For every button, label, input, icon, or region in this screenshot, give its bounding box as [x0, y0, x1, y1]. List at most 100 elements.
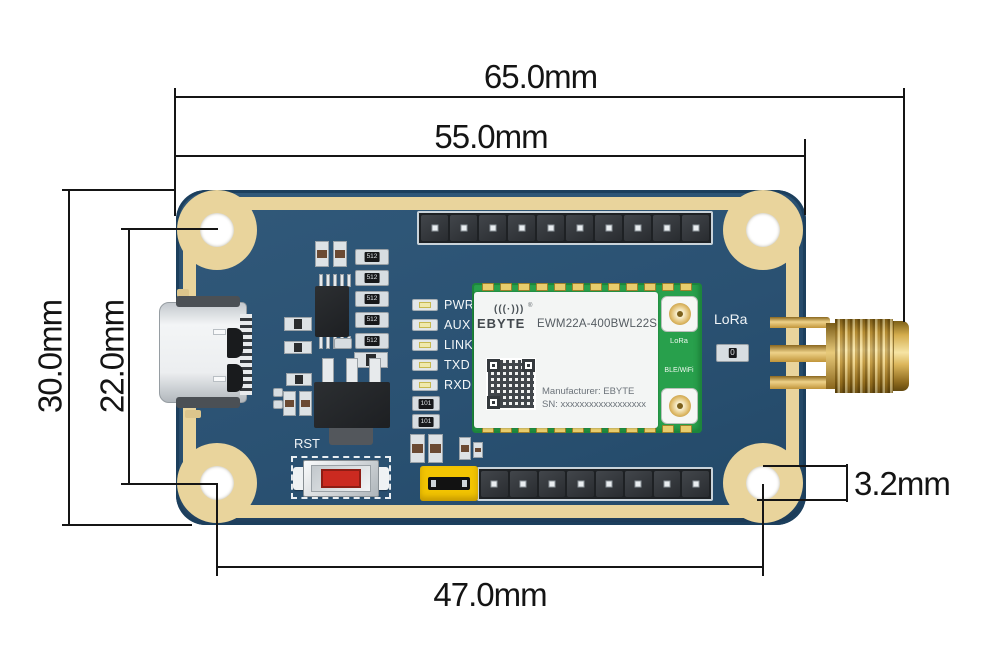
capacitor: [428, 434, 443, 463]
sma-leg-top: [770, 317, 830, 328]
dim-line-board-height: [68, 190, 70, 525]
soic-ic-chip: [315, 286, 349, 337]
capacitor: [459, 437, 471, 460]
dim-total-width: 65.0mm: [483, 58, 598, 95]
dim-board-height: 30.0mm: [31, 299, 69, 414]
ext-line-hole-top: [121, 228, 218, 230]
voltage-regulator-chip: [314, 382, 390, 428]
txd-led: [412, 359, 438, 371]
dim-hole-vspacing: 22.0mm: [93, 299, 131, 414]
ext-line-sma-tip: [903, 88, 905, 322]
small-resistor: [334, 338, 352, 349]
ext-line-hole-right: [762, 484, 764, 576]
dim-line-hole-dia-bottom: [757, 499, 847, 501]
module-pad: [662, 425, 674, 433]
module-pad: [644, 283, 656, 291]
small-component: [273, 400, 283, 409]
module-serial: SN: xxxxxxxxxxxxxxxxxx: [542, 399, 646, 410]
rst-button-actuator: [321, 469, 361, 488]
header-pin: [624, 215, 651, 241]
capacitor: [299, 391, 312, 416]
jumper-block: [420, 466, 478, 501]
pwr-label: PWR: [444, 298, 475, 312]
bottom-pin-header: [477, 467, 713, 501]
jumper-slot: [428, 477, 470, 490]
module-pad: [680, 425, 692, 433]
registered-trademark: ®: [528, 303, 533, 309]
aux-led: [412, 319, 438, 331]
rst-label: RST: [294, 436, 320, 451]
lora-silkscreen-label: LoRa: [714, 311, 748, 327]
resistor-512: 512: [355, 291, 389, 307]
ipex-connector-ble-wifi: [661, 388, 698, 424]
resistor-101: 101: [412, 414, 440, 429]
txd-label: TXD: [444, 358, 470, 372]
mounting-hole-top-right: [746, 213, 780, 247]
module-pad: [662, 283, 674, 291]
dim-board-width: 55.0mm: [434, 118, 548, 155]
module-pad: [500, 283, 512, 291]
module-pad: [608, 283, 620, 291]
ext-line-board-top: [62, 189, 176, 191]
sma-leg-bottom: [770, 376, 830, 389]
module-pad: [536, 283, 548, 291]
top-pin-header: [417, 211, 713, 245]
rxd-led: [412, 379, 438, 391]
header-pin: [624, 471, 652, 497]
resistor-101: 101: [412, 396, 440, 411]
dim-line-total-width: [175, 96, 905, 98]
dim-line-hole-vspacing: [128, 229, 130, 484]
dim-line-hole-hspacing: [217, 566, 763, 568]
capacitor: [333, 241, 347, 267]
header-pin: [682, 471, 709, 497]
ext-line-board-right: [804, 139, 806, 215]
resistor-0ohm: 0: [716, 344, 749, 362]
header-pin: [421, 215, 448, 241]
ext-line-board-bottom: [62, 524, 192, 526]
module-pad: [590, 283, 602, 291]
header-pin: [538, 471, 566, 497]
dim-line-board-width: [175, 155, 806, 157]
gold-border-trace: [183, 197, 799, 518]
module-pad: [554, 283, 566, 291]
sma-flange: [826, 323, 837, 389]
capacitor: [283, 391, 296, 416]
header-pin: [566, 215, 593, 241]
rf-port-lora-label: LoRa: [670, 336, 688, 345]
module-pad: [572, 283, 584, 291]
header-pin: [481, 471, 508, 497]
diode: [284, 341, 312, 354]
dim-line-hole-dia-top: [763, 465, 847, 467]
rst-button-outline: [291, 456, 391, 499]
module-pad: [626, 283, 638, 291]
sma-connector-cap: [893, 321, 909, 391]
small-component: [273, 388, 283, 397]
header-pin: [653, 215, 680, 241]
header-pin: [509, 471, 537, 497]
rf-port-ble-wifi-label: BLE/WiFi: [664, 367, 694, 374]
dim-hole-diameter: 3.2mm: [854, 465, 951, 502]
header-pin: [596, 471, 623, 497]
diode: [284, 317, 312, 331]
capacitor: [473, 442, 483, 458]
dim-bracket-hole-dia: [846, 464, 848, 502]
module-pad: [518, 283, 530, 291]
module-model: EWM22A-400BWL22S: [537, 318, 658, 330]
sma-antenna-connector: [835, 319, 893, 393]
resistor-512: 512: [355, 270, 389, 286]
ext-line-hole-left: [216, 484, 218, 576]
qr-code: [486, 358, 536, 410]
header-pin: [479, 215, 506, 241]
diode: [286, 373, 312, 386]
mounting-hole-top-left: [200, 213, 234, 247]
module-pad: [482, 283, 494, 291]
ext-line-left: [174, 88, 176, 216]
capacitor: [410, 434, 425, 463]
header-pin: [682, 215, 709, 241]
sma-center-pin: [770, 345, 832, 362]
dim-hole-hspacing: 47.0mm: [433, 576, 547, 613]
module-pad: [680, 283, 692, 291]
header-pin: [537, 215, 564, 241]
aux-label: AUX: [444, 318, 471, 332]
